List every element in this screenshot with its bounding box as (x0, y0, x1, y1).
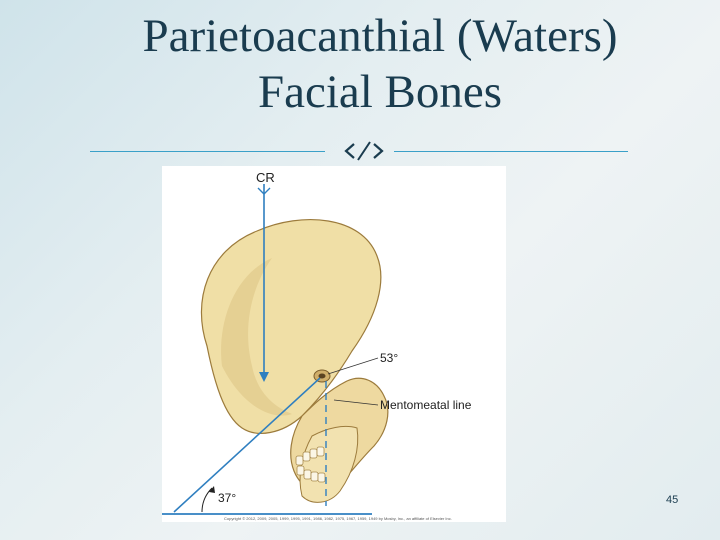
page-number: 45 (666, 494, 679, 506)
mentomeatal-label: Mentomeatal line (380, 398, 472, 412)
angle-37-label: 37° (218, 491, 236, 505)
angle-53-label: 53° (380, 351, 398, 365)
slide-title-line-2: Facial Bones (257, 66, 503, 118)
mentomeatal-line (173, 377, 321, 513)
cr-label: CR (256, 170, 275, 185)
skull-teeth (295, 446, 326, 483)
title-divider-left (90, 151, 325, 152)
slide-title: Parietoacanthial (Waters) Facial Bones (60, 8, 700, 120)
skull-mandible (299, 425, 359, 503)
skull-diagram: CR 53° Mentomeatal line 37° Copyright © … (162, 170, 472, 521)
angle-53-leader (327, 357, 379, 375)
divider-ornament-icon (344, 141, 384, 161)
skull-positioning-figure: CR 53° Mentomeatal line 37° Copyright © … (162, 166, 506, 522)
central-ray-top-chevron (257, 187, 271, 195)
central-ray-arrowhead (259, 372, 269, 382)
figure-copyright: Copyright © 2012, 2009, 2005, 1999, 1995… (224, 516, 452, 521)
skull-shading (221, 258, 292, 416)
angle-37-arc (201, 487, 213, 513)
title-divider-right (394, 151, 628, 152)
mentomeatal-leader (333, 399, 379, 406)
slide-title-line-1: Parietoacanthial (Waters) (142, 10, 618, 62)
